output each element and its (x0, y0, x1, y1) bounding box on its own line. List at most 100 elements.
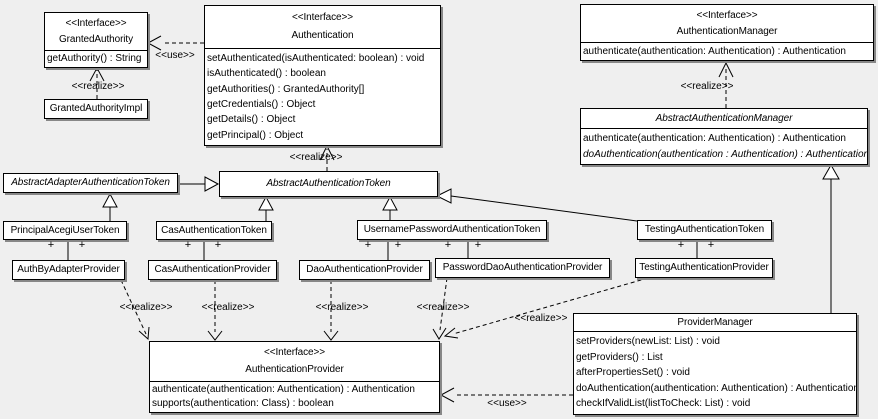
method-row: isAuthenticated() : boolean (207, 68, 326, 80)
class-cas-authentication-token[interactable]: CasAuthenticationToken (156, 221, 272, 240)
method-row: getProviders() : List (576, 351, 663, 363)
class-authentication-provider[interactable]: <<Interface>> AuthenticationProvider aut… (149, 341, 440, 413)
class-principal-acegi-user-token[interactable]: PrincipalAcegiUserToken (3, 221, 127, 240)
method-row: authenticate(authentication: Authenticat… (152, 384, 415, 396)
class-abstract-authentication-manager[interactable]: AbstractAuthenticationManager authentica… (580, 108, 868, 165)
class-header: TestingAuthenticationProvider (636, 259, 772, 277)
class-header: GrantedAuthorityImpl (45, 100, 147, 118)
plus-marker: + (707, 239, 715, 251)
class-header: CasAuthenticationToken (157, 222, 271, 239)
class-auth-by-adapter-provider[interactable]: AuthByAdapterProvider (12, 260, 125, 280)
method-row: doAuthentication(authentication: Authent… (576, 382, 856, 394)
class-granted-authority-impl[interactable]: GrantedAuthorityImpl (44, 99, 148, 119)
class-title: AbstractAdapterAuthenticationToken (11, 177, 170, 189)
stereotype-label: <<Interface>> (696, 9, 758, 21)
class-header: AuthByAdapterProvider (13, 261, 124, 279)
class-authentication[interactable]: <<Interface>> Authentication setAuthenti… (204, 5, 441, 146)
class-title: ProviderManager (677, 316, 753, 328)
class-header: AbstractAuthenticationToken (220, 172, 437, 196)
method-row: authenticate(authentication: Authenticat… (583, 45, 846, 57)
realize-label: <<realize>> (71, 81, 125, 92)
class-title: AuthenticationManager (676, 25, 778, 37)
class-password-dao-authentication-provider[interactable]: PasswordDaoAuthenticationProvider (435, 258, 610, 278)
class-title: GrantedAuthority (59, 33, 133, 45)
class-title: CasAuthenticationToken (161, 224, 267, 236)
class-username-password-authentication-token[interactable]: UsernamePasswordAuthenticationToken (357, 220, 547, 240)
class-title: TestingAuthenticationToken (644, 224, 765, 236)
class-testing-authentication-provider[interactable]: TestingAuthenticationProvider (635, 258, 773, 278)
realize-label: <<realize>> (315, 302, 369, 313)
class-title: GrantedAuthorityImpl (49, 103, 143, 115)
class-provider-manager[interactable]: ProviderManager setProviders(newList: Li… (573, 313, 857, 415)
class-header: CasAuthenticationProvider (149, 261, 276, 279)
class-header: UsernamePasswordAuthenticationToken (358, 221, 546, 239)
method-row: checkIfValidList(listToCheck: List) : vo… (576, 398, 751, 410)
class-header: <<Interface>> GrantedAuthority (45, 13, 147, 50)
plus-marker: + (394, 239, 402, 251)
class-abstract-authentication-token[interactable]: AbstractAuthenticationToken (219, 171, 438, 197)
stereotype-label: <<Interface>> (264, 347, 325, 359)
plus-marker: + (474, 239, 482, 251)
method-row: getAuthorities() : GrantedAuthority[] (207, 83, 365, 95)
class-header: ProviderManager (574, 314, 856, 331)
class-title: Authentication (291, 30, 354, 42)
class-title: TestingAuthenticationProvider (639, 262, 769, 274)
realize-label: <<realize>> (514, 313, 568, 324)
stereotype-label: <<Interface>> (65, 17, 127, 29)
class-testing-authentication-token[interactable]: TestingAuthenticationToken (637, 220, 772, 240)
method-row: getDetails() : Object (207, 114, 296, 126)
class-header: <<Interface>> AuthenticationManager (581, 5, 873, 42)
class-header: PrincipalAcegiUserToken (4, 222, 126, 239)
class-title: PasswordDaoAuthenticationProvider (442, 262, 603, 274)
plus-marker: + (78, 239, 86, 251)
stereotype-label: <<Interface>> (292, 12, 353, 24)
method-compartment: authenticate(authentication: Authenticat… (581, 42, 873, 60)
method-compartment: authenticate(authentication: Authenticat… (150, 381, 439, 412)
method-compartment: authenticate(authentication: Authenticat… (581, 128, 867, 164)
method-row: getPrincipal() : Object (207, 129, 304, 141)
class-abstract-adapter-authentication-token[interactable]: AbstractAdapterAuthenticationToken (3, 173, 178, 193)
class-dao-authentication-provider[interactable]: DaoAuthenticationProvider (299, 260, 430, 280)
class-header: DaoAuthenticationProvider (300, 261, 429, 279)
class-title: AuthenticationProvider (245, 364, 344, 376)
method-row: setProviders(newList: List) : void (576, 336, 720, 348)
realize-label: <<realize>> (680, 81, 734, 92)
class-title: CasAuthenticationProvider (154, 264, 271, 276)
method-compartment: setAuthenticated(isAuthenticated: boolea… (205, 48, 440, 145)
class-header: AbstractAdapterAuthenticationToken (4, 174, 177, 192)
plus-marker: + (214, 239, 222, 251)
class-authentication-manager[interactable]: <<Interface>> AuthenticationManager auth… (580, 4, 874, 61)
method-compartment: setProviders(newList: List) : void getPr… (574, 331, 856, 414)
class-header: TestingAuthenticationToken (638, 221, 771, 239)
realize-label: <<realize>> (119, 302, 173, 313)
plus-marker: + (677, 239, 685, 251)
class-cas-authentication-provider[interactable]: CasAuthenticationProvider (148, 260, 277, 280)
plus-marker: + (184, 239, 192, 251)
use-label: <<use>> (155, 50, 195, 61)
class-header: AbstractAuthenticationManager (581, 109, 867, 128)
method-compartment: getAuthority() : String (45, 50, 147, 67)
class-header: PasswordDaoAuthenticationProvider (436, 259, 609, 277)
use-label: <<use>> (487, 398, 527, 409)
plus-marker: + (47, 239, 55, 251)
class-header: <<Interface>> Authentication (205, 6, 440, 48)
class-title: PrincipalAcegiUserToken (10, 224, 120, 236)
class-title: AuthByAdapterProvider (17, 264, 120, 276)
realize-label: <<realize>> (289, 152, 343, 163)
realize-label: <<realize>> (416, 302, 470, 313)
method-row: supports(authentication: Class) : boolea… (152, 398, 334, 410)
method-row: getCredentials() : Object (207, 98, 316, 110)
class-title: AbstractAuthenticationToken (266, 178, 391, 190)
method-row: afterPropertiesSet() : void (576, 367, 690, 379)
method-row: setAuthenticated(isAuthenticated: boolea… (207, 52, 425, 64)
method-row: getAuthority() : String (47, 53, 142, 65)
class-header: <<Interface>> AuthenticationProvider (150, 342, 439, 381)
class-title: UsernamePasswordAuthenticationToken (363, 224, 541, 236)
plus-marker: + (364, 239, 372, 251)
class-title: AbstractAuthenticationManager (655, 112, 793, 124)
method-row: authenticate(authentication: Authenticat… (583, 133, 846, 144)
realize-label: <<realize>> (201, 302, 255, 313)
plus-marker: + (444, 239, 452, 251)
class-granted-authority[interactable]: <<Interface>> GrantedAuthority getAuthor… (44, 12, 148, 68)
